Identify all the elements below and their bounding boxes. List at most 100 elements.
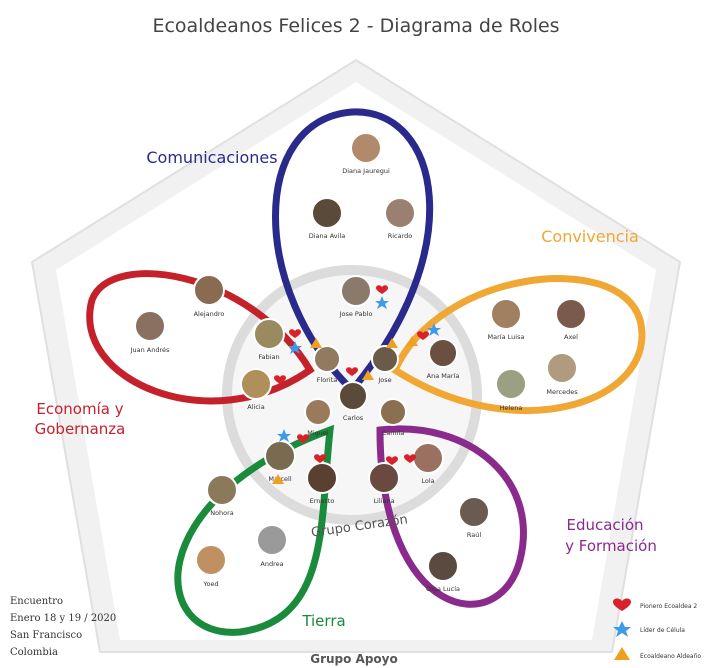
avatar xyxy=(311,197,343,229)
person-diana-avila: Diana Avila xyxy=(309,197,345,240)
heart-icon xyxy=(346,367,358,376)
avatar xyxy=(428,338,458,368)
person-name: Ricardo xyxy=(388,232,413,240)
heart-icon xyxy=(386,456,398,465)
person-name: Jose xyxy=(377,376,391,384)
person-name: Diana Avila xyxy=(309,232,345,240)
triangle-markers xyxy=(272,336,418,484)
heart-icon xyxy=(404,454,416,463)
avatar xyxy=(340,275,372,307)
person-name: Juan Andrés xyxy=(130,346,170,354)
person-juan-andres: Juan Andrés xyxy=(130,310,170,354)
economy-petal xyxy=(86,270,315,405)
person-alejandro: Alejandro xyxy=(193,274,225,318)
person-alicia: Alicia xyxy=(240,368,272,411)
avatar xyxy=(195,544,227,576)
economy-label-line2: Gobernanza xyxy=(35,420,126,438)
avatar xyxy=(264,440,296,472)
person-name: Nohora xyxy=(210,509,234,517)
person-name: Ana María xyxy=(427,372,460,380)
support-label: Grupo Apoyo xyxy=(310,652,398,666)
avatar xyxy=(134,310,166,342)
avatar xyxy=(306,462,338,494)
person-name: Camila xyxy=(382,429,404,437)
avatar xyxy=(350,132,382,164)
heart-icon xyxy=(613,598,631,611)
person-jose-pablo: Jose Pablo xyxy=(339,275,373,318)
person-fabian: Fabian xyxy=(253,318,285,361)
avatar xyxy=(193,274,225,306)
person-diana-jauregui: Diana Jauregui xyxy=(342,132,390,175)
person-name: Florita xyxy=(317,376,338,384)
coexistence-petal xyxy=(390,275,646,415)
person-jose: Jose xyxy=(371,345,399,384)
avatar xyxy=(555,298,587,330)
triangle-icon xyxy=(272,474,284,484)
avatar xyxy=(546,352,578,384)
person-name: Yoed xyxy=(202,580,218,588)
avatar xyxy=(253,318,285,350)
footer-line1: Encuentro xyxy=(10,596,63,607)
footer-line4: Colombia xyxy=(10,647,58,658)
star-icon xyxy=(375,296,389,309)
person-name: Alejandro xyxy=(194,310,225,318)
avatar xyxy=(368,462,400,494)
education-petal xyxy=(376,425,527,608)
person-name: Liliana xyxy=(373,497,394,505)
person-camila: Camila xyxy=(379,398,407,437)
star-icon xyxy=(427,323,441,336)
person-name: Jose Pablo xyxy=(339,310,373,318)
person-miguel: Miguel xyxy=(304,398,332,437)
star-icon xyxy=(288,341,302,354)
avatar xyxy=(240,368,272,400)
person-name: Helena xyxy=(500,404,523,412)
heart-icon xyxy=(314,454,326,463)
person-name: Mercedes xyxy=(546,388,578,396)
person-mercedes: Mercedes xyxy=(546,352,578,396)
person-yoed: Yoed xyxy=(195,544,227,588)
person-name: Ernesto xyxy=(310,497,335,505)
avatar xyxy=(371,345,399,373)
avatar xyxy=(490,298,522,330)
heart-markers xyxy=(274,285,429,465)
person-name: Miguel xyxy=(307,429,329,437)
heart-icon xyxy=(274,375,286,384)
person-name: Carlos xyxy=(343,414,364,422)
heart-icon xyxy=(297,434,309,443)
avatar xyxy=(256,524,288,556)
person-nohora: Nohora xyxy=(206,474,238,517)
person-ana-maria: Ana María xyxy=(427,338,460,380)
star-icon xyxy=(613,621,631,637)
person-lola: Lola xyxy=(412,442,444,485)
person-name: Alicia xyxy=(247,403,264,411)
legend-heart-label: Pionero Ecoaldea 2 xyxy=(640,603,697,610)
person-ernesto: Ernesto xyxy=(306,462,338,505)
person-florita: Florita xyxy=(313,345,341,384)
earth-label: Tierra xyxy=(301,612,345,630)
footer-line3: San Francisco xyxy=(10,630,82,641)
person-ricardo: Ricardo xyxy=(384,197,416,240)
coexistence-label: Convivencia xyxy=(541,227,639,246)
avatar xyxy=(304,398,332,426)
legend-triangle-label: Ecoaldeano Aldeaño xyxy=(640,653,701,660)
avatar xyxy=(412,442,444,474)
person-name: María Luisa xyxy=(488,333,525,341)
person-name: Olga Lucía xyxy=(426,585,460,593)
person-name: Diana Jauregui xyxy=(342,167,390,175)
avatar xyxy=(338,381,368,411)
communications-label: Comunicaciones xyxy=(146,148,277,167)
person-andrea: Andrea xyxy=(256,524,288,568)
star-icon xyxy=(277,429,291,442)
person-name: Lola xyxy=(421,477,434,485)
person-maria-luisa: María Luisa xyxy=(488,298,525,341)
legend: Pionero Ecoaldea 2 Líder de Célula Ecoal… xyxy=(613,598,701,660)
education-label-line2: y Formación xyxy=(565,537,657,555)
economy-label-line1: Economía y xyxy=(36,400,123,418)
person-olga-lucia: Olga Lucía xyxy=(426,550,460,593)
person-raul: Raúl xyxy=(458,496,490,539)
person-name: Andrea xyxy=(260,560,283,568)
person-name: Raúl xyxy=(467,531,481,539)
person-liliana: Liliana xyxy=(368,462,400,505)
